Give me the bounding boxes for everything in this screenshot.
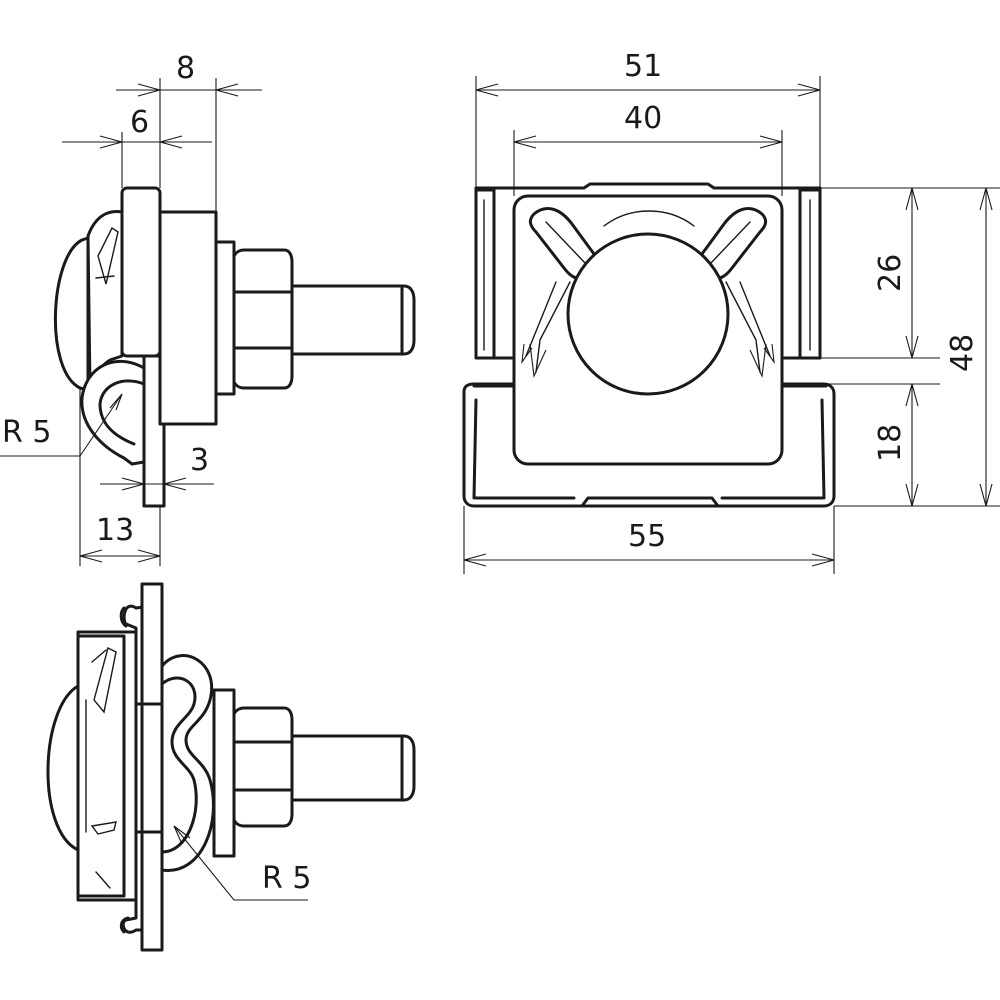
front-view [462,182,836,508]
bottom-view-base-plate [140,582,164,952]
side-view-dome-head [54,236,90,392]
side-view-washer [158,210,218,426]
front-view-dimensions [463,76,1000,574]
side-view-dimensions [0,78,262,566]
radius-label-top: R 5 [2,415,51,450]
side-view-spring-washer [214,240,236,396]
dim-26-label: 26 [873,254,908,292]
side-view-hex-nut [232,248,294,390]
side-view-clamp-plate [120,186,162,358]
radius-label-bottom: R 5 [262,861,311,896]
side-view-rounded-saddle [80,359,146,466]
side-view-bolt [290,284,416,356]
bottom-view-rounded-saddle [160,654,215,872]
bottom-view-bolt [290,734,416,802]
dim-3-label: 3 [190,443,209,478]
dim-48-label: 48 [945,334,980,372]
dim-51-label: 51 [624,49,662,84]
side-view [54,186,416,508]
front-view-bolt [566,232,730,396]
dim-13-label: 13 [96,513,134,548]
dim-6-label: 6 [130,105,149,140]
dim-55-label: 55 [628,519,666,554]
dim-8-label: 8 [176,51,195,86]
bottom-view [46,582,416,952]
bottom-view-dimensions [173,825,308,901]
dim-18-label: 18 [873,424,908,462]
bottom-view-washer [212,688,236,858]
bottom-view-hex-nut [232,706,294,828]
bottom-view-dome-head [46,684,80,852]
dim-40-label: 40 [624,101,662,136]
